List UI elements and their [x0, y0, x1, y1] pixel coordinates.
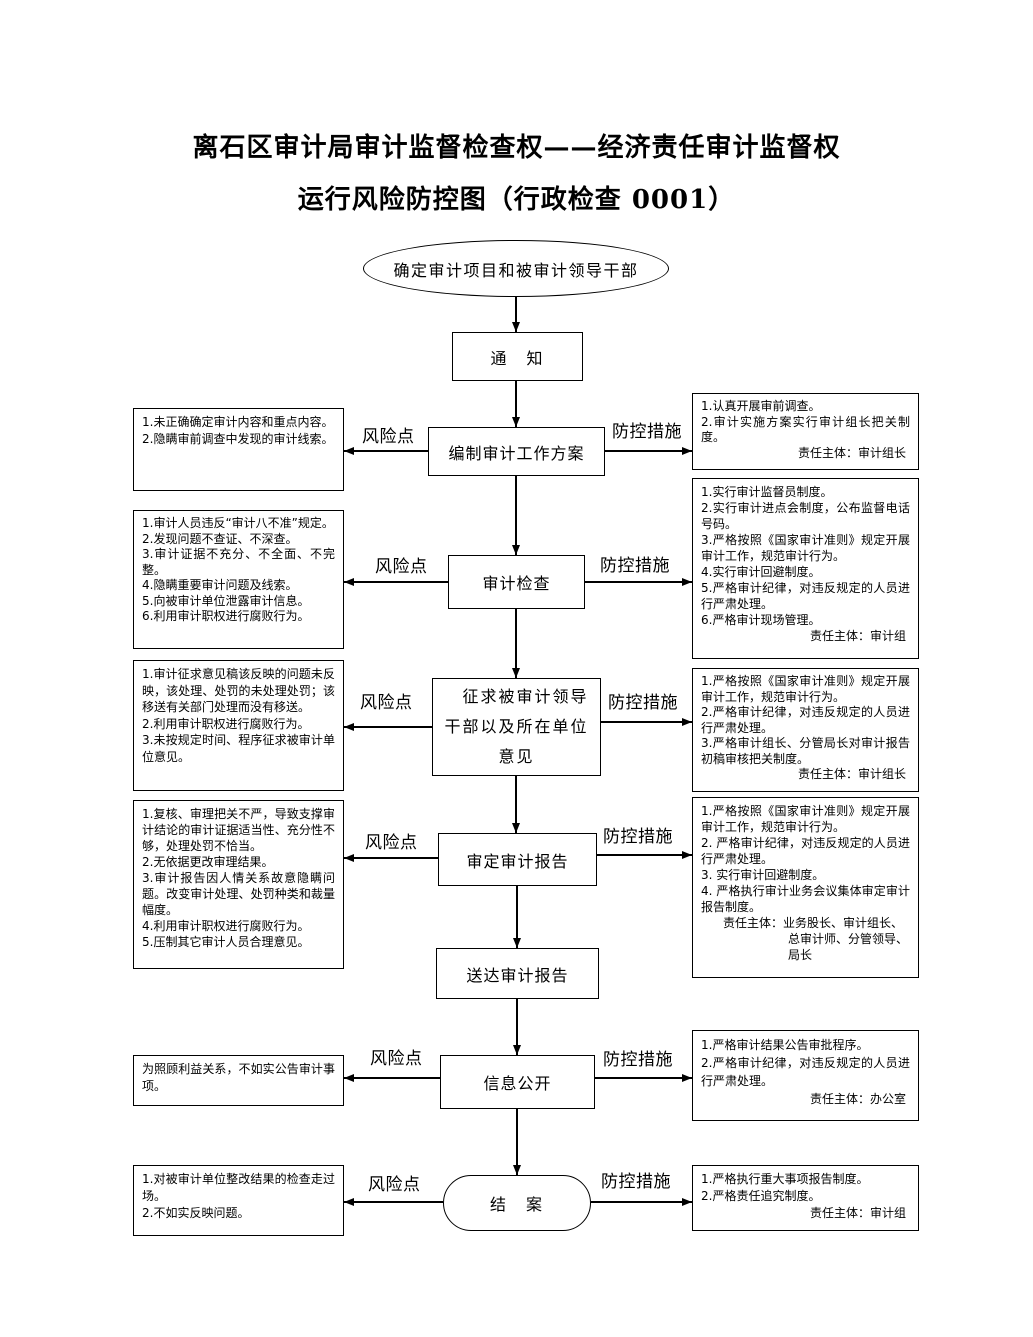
step-label: 审计检查: [482, 574, 551, 593]
risk-item: 2.无依据更改审理结果。: [142, 855, 274, 869]
control-label: 防控措施: [612, 422, 682, 442]
control-item: 2.严格审计纪律，对违反规定的人员进行严肃处理。: [701, 705, 910, 735]
step-notify: 通 知: [452, 332, 583, 381]
risk-item: 6.利用审计职权进行腐败行为。: [142, 609, 310, 623]
step-approve-report: 审定审计报告: [438, 833, 597, 886]
control-item: 6.严格审计现场管理。: [701, 613, 821, 627]
control-item: 4. 严格执行审计业务会议集体审定审计报告制度。: [701, 884, 910, 914]
responsible-party: 责任主体：审计组长: [797, 445, 906, 460]
control-item: 2. 严格审计纪律，对违反规定的人员进行严肃处理。: [701, 836, 910, 866]
control-item: 1.严格审计结果公告审批程序。: [701, 1038, 869, 1052]
risk-item: 3.审计证据不充分、不全面、不完整。: [142, 547, 335, 577]
risk-item: 为照顾利益关系，不如实公告审计事项。: [142, 1062, 335, 1093]
step-label: 征求被审计领导干部以及所在单位意见: [444, 687, 589, 766]
risk-label: 风险点: [368, 1175, 421, 1195]
control-box-solicit-opinions: 1.严格按照《国家审计准则》规定开展审计工作，规范审计行为。 2.严格审计纪律，…: [692, 668, 919, 792]
risk-item: 5.压制其它审计人员合理意见。: [142, 935, 310, 949]
control-item: 1.严格按照《国家审计准则》规定开展审计工作，规范审计行为。: [701, 674, 910, 704]
page-title: 离石区审计局审计监督检查权——经济责任审计监督权: [192, 133, 841, 163]
control-item: 1.严格执行重大事项报告制度。: [701, 1172, 869, 1186]
control-box-approve-report: 1.严格按照《国家审计准则》规定开展审计工作，规范审计行为。 2. 严格审计纪律…: [692, 797, 919, 978]
responsible-party: 责任主体：审计组: [809, 629, 906, 643]
step-label: 编制审计工作方案: [448, 443, 585, 463]
risk-item: 3.审计报告因人情关系故意隐瞒问题。改变审计处理、处罚种类和裁量幅度。: [142, 871, 335, 917]
risk-label: 风险点: [362, 427, 415, 447]
risk-item: 1.审计征求意见稿该反映的问题未反映，该处理、处罚的未处理处罚；该移送有关部门处…: [142, 667, 335, 714]
step-label: 结 案: [489, 1195, 544, 1214]
control-box-disclosure: 1.严格审计结果公告审批程序。 2.严格审计纪律，对违反规定的人员进行严肃处理。…: [692, 1030, 919, 1121]
risk-item: 2.发现问题不查证、不深查。: [142, 531, 298, 546]
risk-item: 3.未按规定时间、程序征求被审计单位意见。: [142, 733, 335, 764]
risk-item: 5.向被审计单位泄露审计信息。: [142, 593, 310, 608]
control-item: 4.实行审计回避制度。: [701, 565, 821, 579]
step-label: 送达审计报告: [466, 965, 569, 985]
risk-label: 风险点: [375, 557, 428, 577]
risk-item: 4.隐瞒重要审计问题及线索。: [142, 578, 298, 592]
responsible-party: 责任主体：办公室: [809, 1092, 906, 1106]
start-node: 确定审计项目和被审计领导干部: [363, 240, 669, 297]
risk-box-audit-inspection: 1.审计人员违反“审计八不准”规定。 2.发现问题不查证、不深查。 3.审计证据…: [133, 510, 344, 649]
risk-item: 1.审计人员违反“审计八不准”规定。: [142, 516, 334, 530]
control-item: 2.严格审计纪律，对违反规定的人员进行严肃处理。: [701, 1056, 910, 1088]
control-box-close-case: 1.严格执行重大事项报告制度。 2.严格责任追究制度。 责任主体：审计组: [692, 1165, 919, 1231]
risk-item: 2.不如实反映问题。: [142, 1206, 250, 1220]
risk-box-approve-report: 1.复核、审理把关不严，导致支撑审计结论的审计证据适当性、充分性不够，处理处罚不…: [133, 800, 344, 969]
responsible-party: 责任主体：业务股长、审计组长、总审计师、分管领导、局长: [723, 916, 909, 962]
control-label: 防控措施: [601, 1172, 671, 1192]
control-item: 2.实行审计进点会制度，公布监督电话号码。: [701, 501, 910, 531]
step-label: 通 知: [490, 348, 545, 368]
step-audit-inspection: 审计检查: [448, 555, 585, 609]
responsible-party: 责任主体：审计组长: [797, 767, 906, 781]
control-item: 1.实行审计监督员制度。: [701, 485, 833, 499]
control-item: 2.严格责任追究制度。: [701, 1189, 821, 1203]
step-compile-plan: 编制审计工作方案: [428, 427, 605, 476]
step-label: 审定审计报告: [466, 851, 569, 871]
control-item: 3. 实行审计回避制度。: [701, 868, 825, 882]
step-label: 信息公开: [483, 1074, 552, 1093]
control-label: 防控措施: [608, 693, 678, 713]
control-item: 1.认真开展审前调查。: [701, 399, 821, 413]
risk-item: 1.对被审计单位整改结果的检查走过场。: [142, 1172, 335, 1203]
step-deliver-report: 送达审计报告: [436, 948, 599, 999]
page-subtitle: 运行风险防控图（行政检查 0001）: [297, 185, 736, 215]
risk-item: 2.隐瞒审前调查中发现的审计线索。: [142, 432, 334, 446]
control-label: 防控措施: [600, 556, 670, 576]
responsible-party: 责任主体：审计组: [809, 1206, 906, 1220]
control-label: 防控措施: [603, 1050, 673, 1070]
risk-label: 风险点: [365, 833, 418, 853]
risk-box-compile-plan: 1.未正确确定审计内容和重点内容。 2.隐瞒审前调查中发现的审计线索。: [133, 408, 344, 491]
risk-item: 1.未正确确定审计内容和重点内容。: [142, 415, 334, 429]
control-item: 3.严格审计组长、分管局长对审计报告初稿审核把关制度。: [701, 736, 910, 766]
risk-box-close-case: 1.对被审计单位整改结果的检查走过场。 2.不如实反映问题。: [133, 1165, 344, 1236]
control-box-compile-plan: 1.认真开展审前调查。 2.审计实施方案实行审计组长把关制度。 责任主体：审计组…: [692, 393, 919, 470]
risk-label: 风险点: [370, 1049, 423, 1069]
risk-item: 4.利用审计职权进行腐败行为。: [142, 919, 310, 933]
step-solicit-opinions: 征求被审计领导干部以及所在单位意见: [432, 678, 601, 776]
start-node-label: 确定审计项目和被审计领导干部: [393, 260, 639, 280]
step-disclosure: 信息公开: [440, 1055, 595, 1109]
risk-item: 1.复核、审理把关不严，导致支撑审计结论的审计证据适当性、充分性不够，处理处罚不…: [142, 807, 335, 853]
risk-box-disclosure: 为照顾利益关系，不如实公告审计事项。: [133, 1055, 344, 1106]
control-label: 防控措施: [603, 827, 673, 847]
end-node: 结 案: [443, 1175, 591, 1231]
control-item: 1.严格按照《国家审计准则》规定开展审计工作，规范审计行为。: [701, 804, 910, 834]
risk-item: 2.利用审计职权进行腐败行为。: [142, 716, 310, 731]
risk-label: 风险点: [360, 693, 413, 713]
risk-box-solicit-opinions: 1.审计征求意见稿该反映的问题未反映，该处理、处罚的未处理处罚；该移送有关部门处…: [133, 660, 344, 791]
control-item: 2.审计实施方案实行审计组长把关制度。: [701, 414, 910, 445]
control-box-audit-inspection: 1.实行审计监督员制度。 2.实行审计进点会制度，公布监督电话号码。 3.严格按…: [692, 478, 919, 659]
control-item: 5.严格审计纪律，对违反规定的人员进行严肃处理。: [701, 581, 910, 611]
control-item: 3.严格按照《国家审计准则》规定开展审计工作，规范审计行为。: [701, 533, 910, 563]
